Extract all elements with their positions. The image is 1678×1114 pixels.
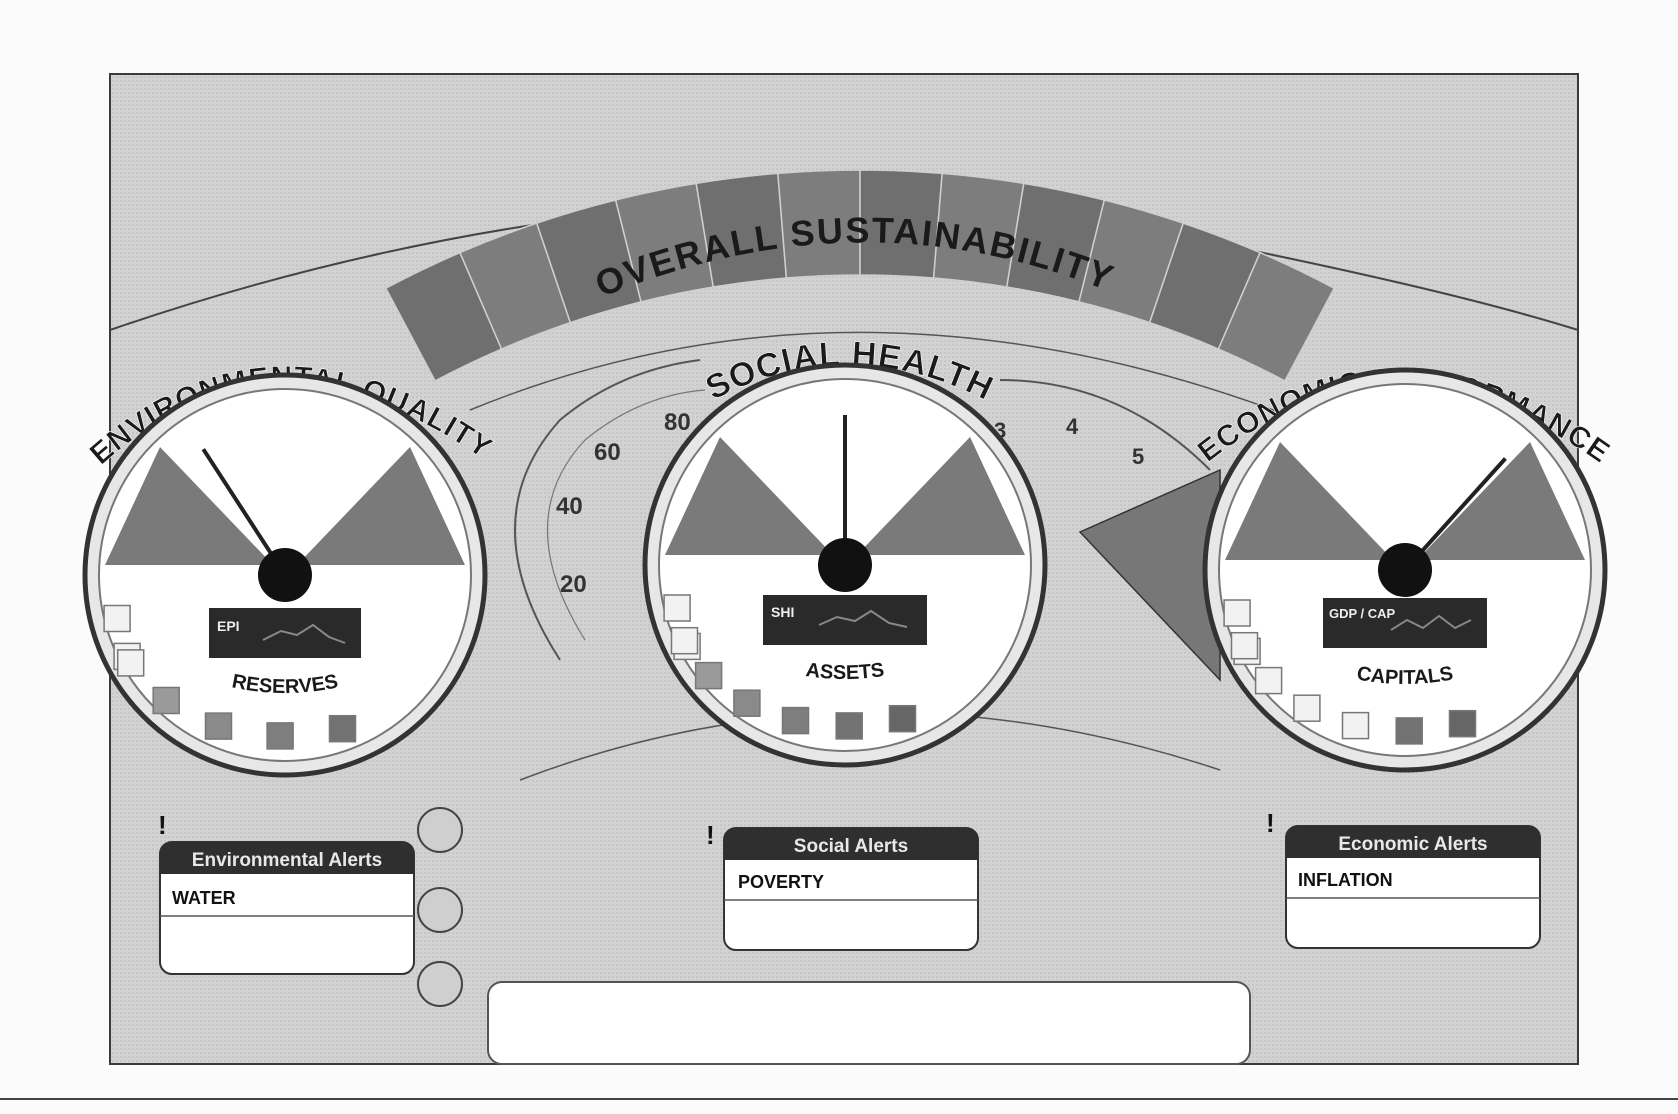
speedometer: 20 40 60 80 [514, 359, 706, 661]
social-alert-item[interactable]: POVERTY [738, 872, 824, 892]
overall-sustainability-band [384, 169, 1336, 382]
social-level-square [781, 706, 810, 735]
tachometer-arc [999, 379, 1211, 471]
tachometer: 3 4 5 [994, 379, 1221, 682]
economic-alert-icon: ! [1266, 808, 1275, 838]
economic-level-square [1395, 717, 1423, 745]
environmental-index-label: EPI [217, 618, 240, 634]
economic-alerts-panel[interactable]: ! Economic Alerts INFLATION [1266, 808, 1541, 949]
economic-index-display [1323, 598, 1487, 648]
control-knob-top[interactable] [417, 807, 463, 853]
social-health-gauge: SHI ASSETS [642, 362, 1048, 768]
economic-level-square [1293, 694, 1321, 722]
environmental-level-square [328, 714, 357, 743]
social-level-square [835, 712, 863, 740]
social-level-square [888, 704, 917, 733]
social-gauge-left-sector [665, 437, 833, 555]
speedometer-arc [514, 359, 701, 661]
economic-performance-gauge: GDP / CAP CAPITALS [1202, 367, 1608, 773]
environmental-quality-gauge: EPI RESERVES [82, 372, 488, 778]
speedometer-tick-60: 60 [594, 439, 621, 466]
economic-index-trend [1390, 614, 1472, 631]
social-index-label: SHI [771, 604, 794, 620]
tachometer-tick-4: 4 [1066, 414, 1079, 439]
economic-index-label: GDP / CAP [1329, 606, 1396, 621]
control-knob-middle[interactable] [417, 887, 463, 933]
environmental-level-square [266, 722, 294, 750]
environmental-alert-item[interactable]: WATER [172, 888, 236, 908]
social-index-trend [818, 609, 908, 628]
economic-level-square [1254, 666, 1283, 695]
social-index-display [763, 595, 927, 645]
speedometer-arc-inner [546, 389, 706, 641]
environmental-index-trend [262, 623, 346, 644]
environmental-level-square [103, 604, 131, 633]
environmental-level-square [152, 686, 180, 715]
economic-level-square [1448, 709, 1477, 738]
speedometer-tick-20: 20 [560, 571, 587, 598]
economic-alert-item[interactable]: INFLATION [1298, 870, 1393, 890]
social-alert-icon: ! [706, 820, 715, 850]
social-level-square [694, 661, 723, 690]
social-level-square [670, 626, 699, 655]
social-needle-hub [818, 538, 872, 592]
economic-gauge-right-sector [1417, 442, 1585, 560]
social-alerts-panel[interactable]: ! Social Alerts POVERTY [706, 820, 979, 951]
environmental-gauge-left-sector [105, 447, 273, 565]
environmental-alerts-title: Environmental Alerts [192, 850, 382, 871]
economic-alerts-title: Economic Alerts [1338, 834, 1487, 855]
social-level-square [663, 594, 691, 622]
overall-band-segment [1217, 251, 1336, 382]
environmental-level-square [204, 712, 233, 740]
tachometer-tick-5: 5 [1132, 444, 1144, 469]
social-level-square [733, 689, 761, 717]
economic-level-square [1341, 711, 1370, 740]
social-assets-label: ASSETS [804, 659, 885, 684]
economic-needle-hub [1378, 543, 1432, 597]
speedometer-tick-80: 80 [664, 409, 691, 436]
environmental-alert-icon: ! [158, 810, 167, 840]
social-gauge-right-sector [857, 437, 1025, 555]
environmental-gauge-right-sector [297, 447, 465, 565]
economic-level-square [1230, 631, 1259, 660]
environmental-alerts-panel[interactable]: ! Environmental Alerts WATER [158, 810, 415, 975]
center-display [487, 981, 1251, 1065]
economic-gauge-left-sector [1225, 442, 1393, 560]
social-alerts-title: Social Alerts [794, 836, 908, 857]
outline-mid [469, 331, 1301, 421]
page-bottom-rule [0, 1098, 1678, 1100]
control-knob-bottom[interactable] [417, 961, 463, 1007]
environmental-needle-hub [258, 548, 312, 602]
speedometer-tick-40: 40 [556, 493, 583, 520]
economic-level-square [1223, 599, 1251, 627]
environmental-level-square [116, 649, 145, 677]
